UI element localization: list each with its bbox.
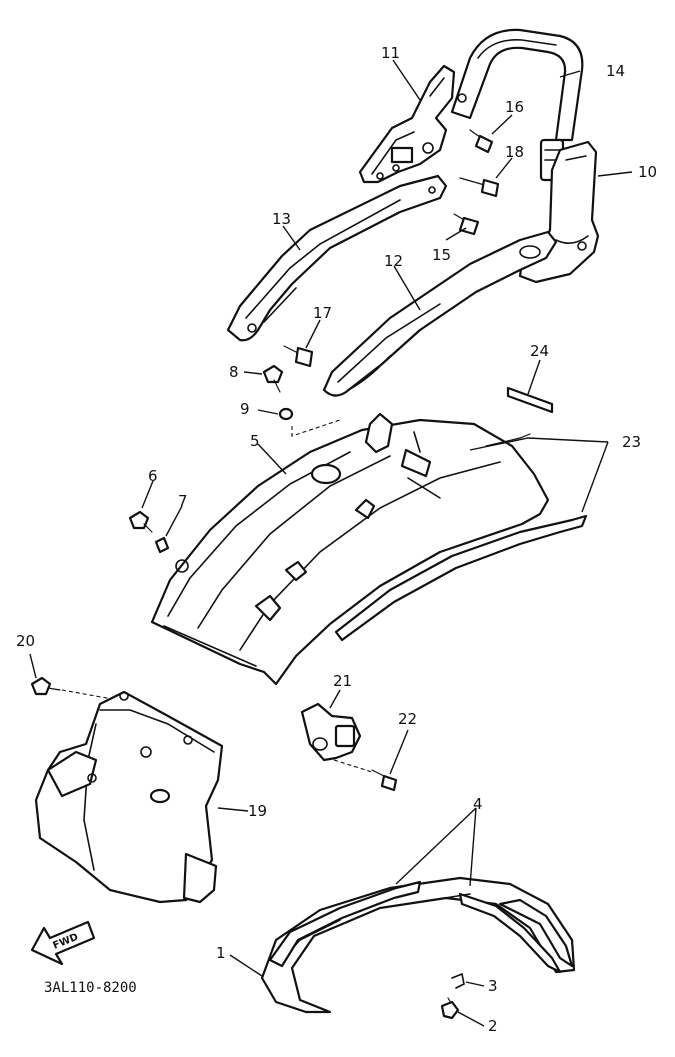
nut-7: [154, 536, 170, 554]
bolt-17: [283, 345, 314, 368]
part-13-left-rail: [226, 174, 448, 342]
bolt-8: [262, 364, 284, 393]
bolt-20: [30, 676, 119, 701]
part-24-strip: [506, 386, 554, 414]
leader-lines: [29, 59, 633, 1027]
part-5-rear-fender: [150, 412, 550, 686]
callout-7: 7: [178, 492, 188, 510]
fwd-arrow-icon: FWD: [30, 920, 96, 966]
callout-11: 11: [381, 44, 400, 62]
bolt-2: [440, 997, 460, 1020]
bolt-22: [333, 759, 398, 792]
part-9-collar: [278, 407, 341, 437]
callout-13: 13: [272, 210, 291, 228]
callout-17: 17: [313, 304, 332, 322]
callout-10: 10: [638, 163, 657, 181]
callout-16: 16: [505, 98, 524, 116]
part-19-inner-fender: [34, 690, 224, 904]
part-4-trim-strips: [268, 880, 574, 974]
bolt-15: [453, 213, 480, 236]
callout-21: 21: [333, 672, 352, 690]
callout-2: 2: [488, 1017, 498, 1035]
bolt-6: [128, 510, 153, 533]
callout-22: 22: [398, 710, 417, 728]
callout-14: 14: [606, 62, 625, 80]
callout-9: 9: [240, 400, 250, 418]
callout-12: 12: [384, 252, 403, 270]
callout-23: 23: [622, 433, 641, 451]
part-11-left-bracket: [358, 64, 467, 184]
callout-24: 24: [530, 342, 549, 360]
callout-20: 20: [16, 632, 35, 650]
part-12-right-rail: [322, 230, 558, 397]
part-23-trim: [334, 433, 588, 642]
callout-19: 19: [248, 802, 267, 820]
bolt-16: [469, 129, 494, 154]
part-21-bracket: [300, 702, 362, 762]
callout-5: 5: [250, 432, 260, 450]
part-3-clip: [451, 972, 465, 989]
diagram-code: 3AL110-8200: [44, 980, 137, 996]
callout-15: 15: [432, 246, 451, 264]
callout-6: 6: [148, 467, 158, 485]
callout-3: 3: [488, 977, 498, 995]
callout-8: 8: [229, 363, 239, 381]
callout-18: 18: [505, 143, 524, 161]
callout-4: 4: [473, 795, 483, 813]
bolt-18: [459, 177, 500, 198]
callout-1: 1: [216, 944, 226, 962]
